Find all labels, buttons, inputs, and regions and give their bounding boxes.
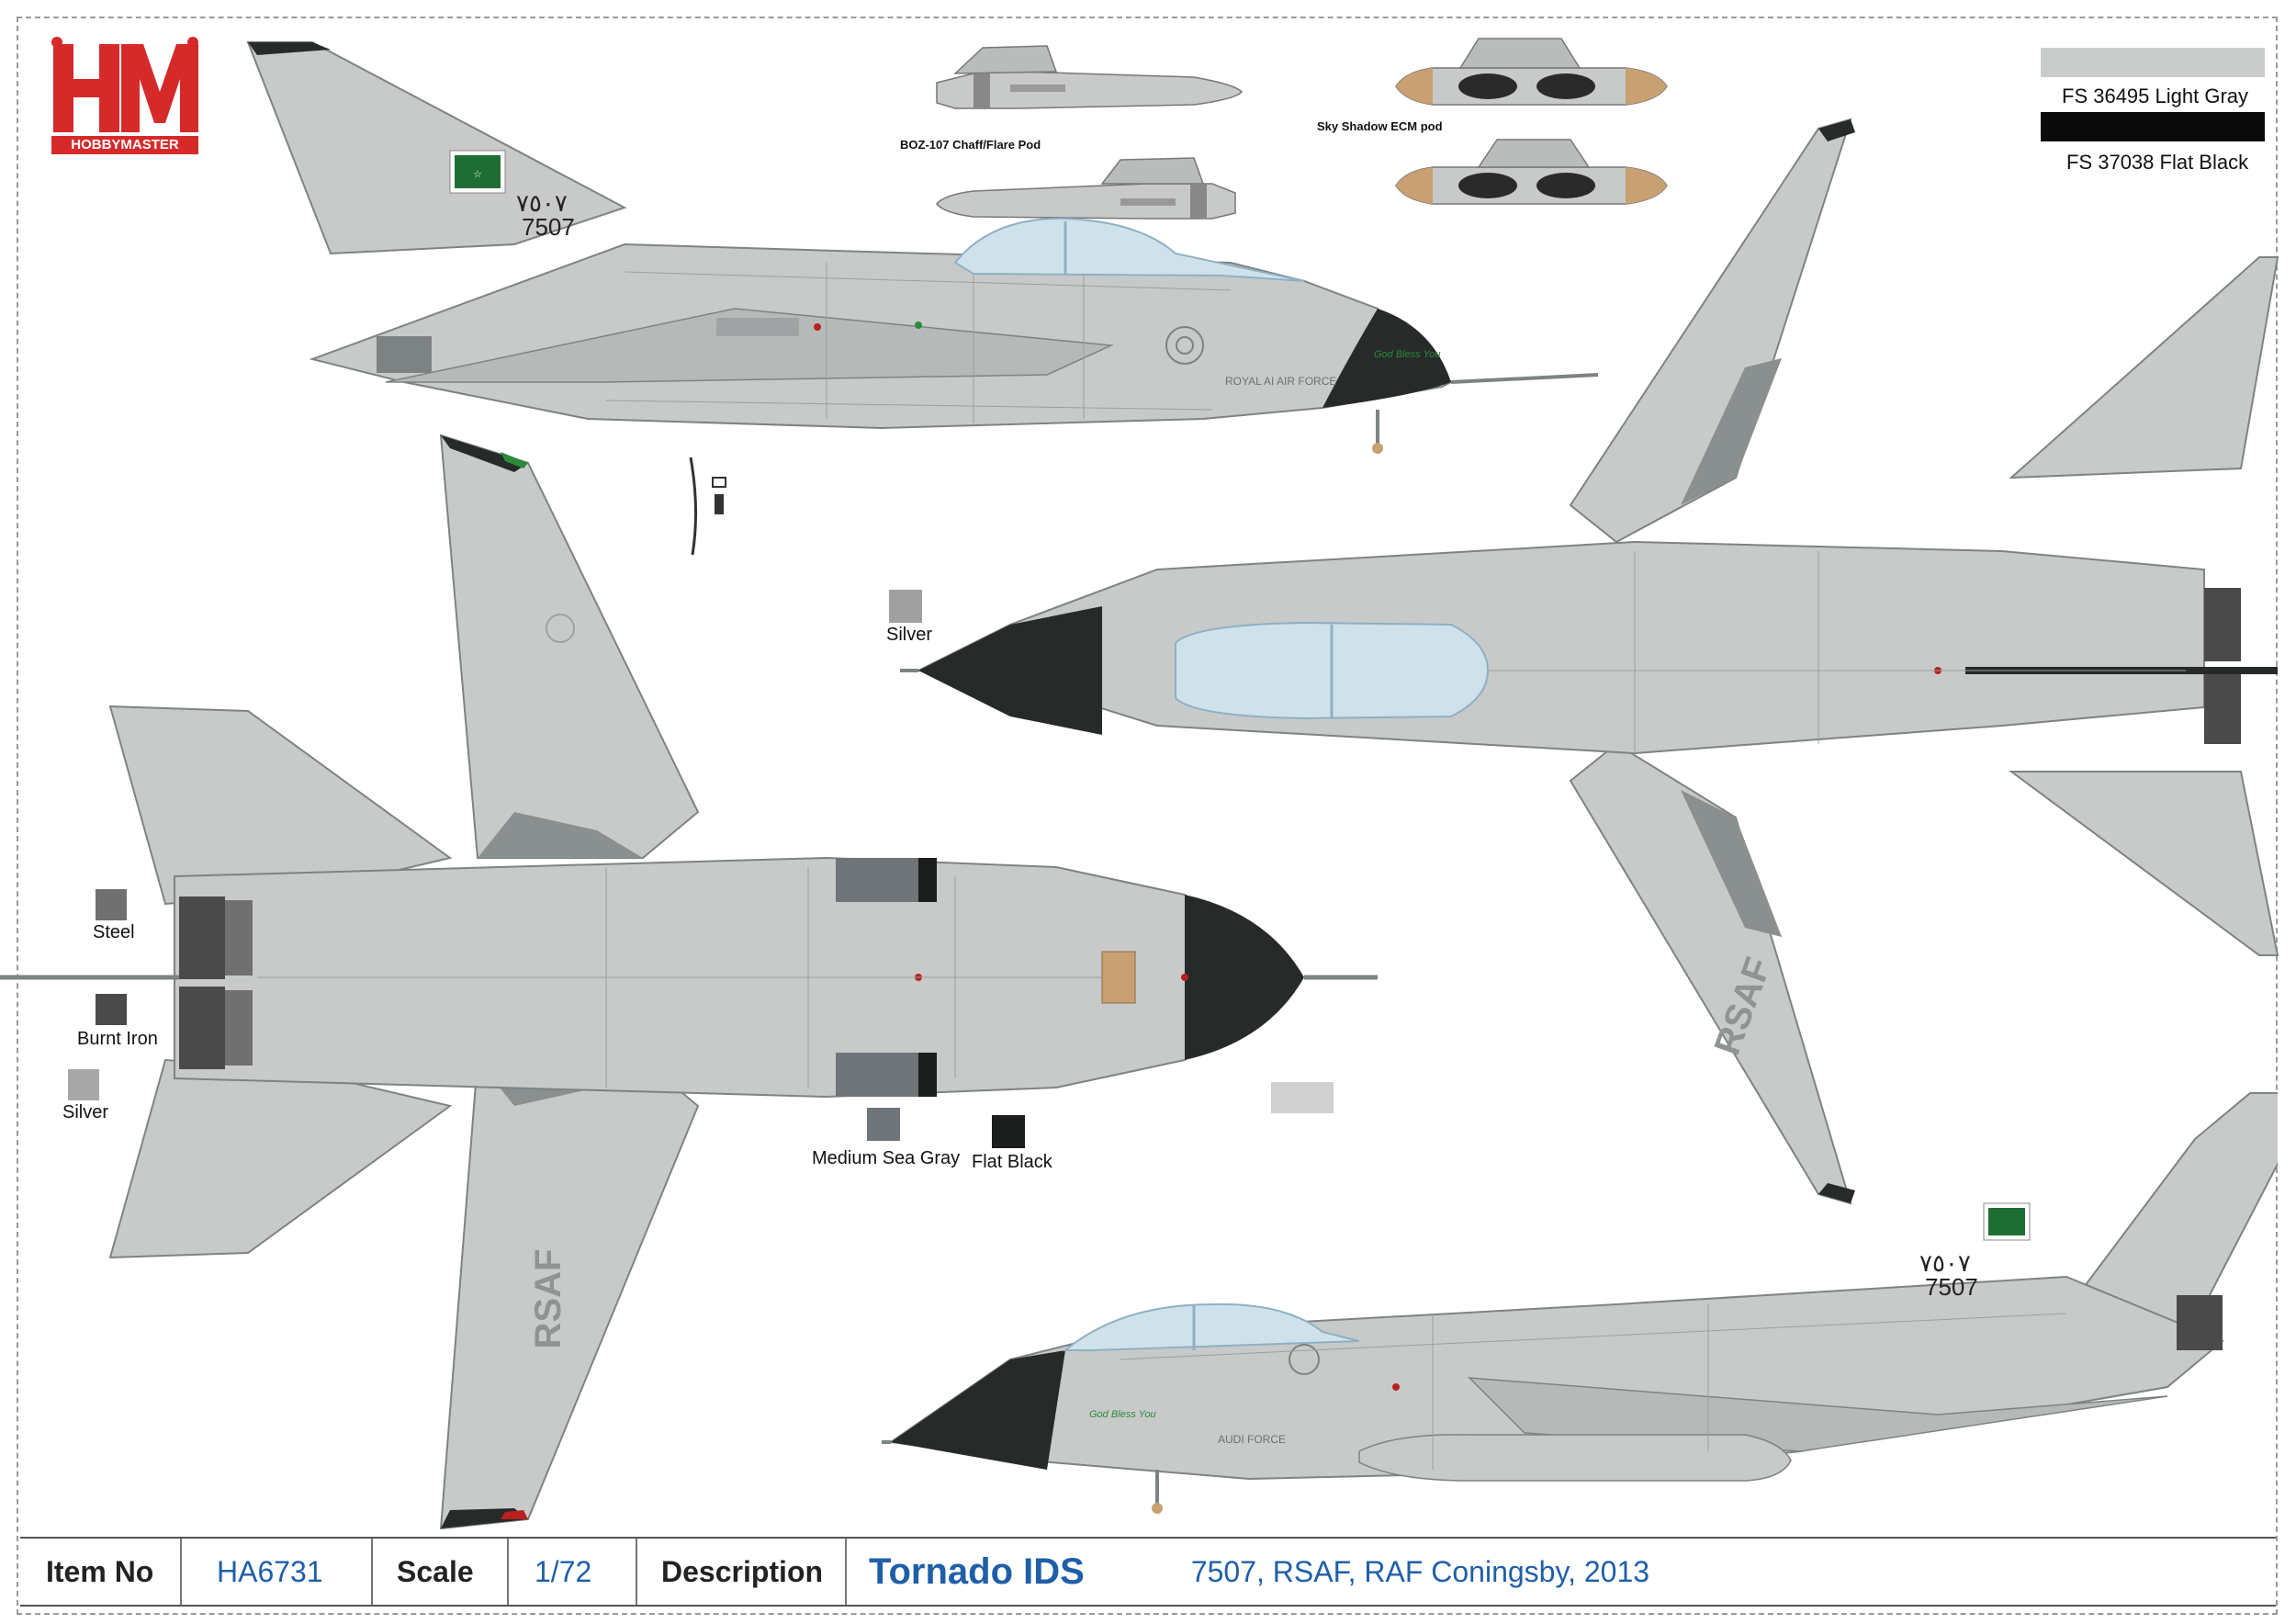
top-view: RSAF bbox=[900, 118, 2279, 1205]
paint-chip-silver-bottom bbox=[68, 1069, 99, 1100]
paint-label-silver-top: Silver bbox=[886, 625, 933, 645]
footer-description-cell: Tornado IDS 7507, RSAF, RAF Coningsby, 2… bbox=[847, 1539, 2276, 1605]
footer-scale-cell: 1/72 bbox=[509, 1539, 637, 1605]
paint-label-flat-black: Flat Black bbox=[972, 1152, 1052, 1172]
svg-text:☆: ☆ bbox=[473, 169, 482, 180]
side-view-left-serial: 7507 bbox=[522, 213, 575, 241]
underside-view: RSAF bbox=[0, 434, 1378, 1530]
paint-label-medium-sea-gray: Medium Sea Gray bbox=[812, 1148, 961, 1168]
side-view-right-motto: God Bless You bbox=[1089, 1409, 1156, 1420]
paint-label-silver-bottom: Silver bbox=[62, 1102, 109, 1122]
footer-scale-label: Scale bbox=[397, 1554, 474, 1588]
chaff-pod-drawing bbox=[936, 45, 1243, 220]
footer-subtitle: 7507, RSAF, RAF Coningsby, 2013 bbox=[1190, 1554, 1650, 1588]
legend-label-flat-black: FS 37038 Flat Black bbox=[2066, 151, 2249, 174]
paint-chip-burnt-iron bbox=[96, 994, 127, 1025]
side-view-right-royal-text: AUDI FORCE bbox=[1218, 1433, 1287, 1446]
ecm-pod-drawing bbox=[1395, 38, 1668, 205]
side-view-left-motto: God Bless You bbox=[1374, 349, 1441, 360]
footer-scale-label-cell: Scale bbox=[373, 1539, 509, 1605]
gear-door-detail bbox=[689, 457, 726, 556]
side-view-left-profile: ☆ bbox=[246, 41, 1599, 454]
paint-chip-steel bbox=[96, 889, 127, 920]
paint-label-steel: Steel bbox=[93, 922, 135, 942]
legend-swatch-light-gray bbox=[2041, 48, 2265, 77]
ecm-pod-label: Sky Shadow ECM pod bbox=[1317, 119, 1443, 133]
legend-label-light-gray: FS 36495 Light Gray bbox=[2062, 85, 2249, 107]
footer-item-no-label: Item No bbox=[46, 1554, 154, 1588]
side-view-right-profile bbox=[882, 1092, 2278, 1514]
paint-chip-silver-top bbox=[889, 590, 922, 623]
chaff-pod-label: BOZ-107 Chaff/Flare Pod bbox=[900, 138, 1041, 152]
logo-wordmark: HOBBYMASTER bbox=[71, 137, 179, 152]
info-footer: Item No HA6731 Scale 1/72 Description To… bbox=[20, 1537, 2276, 1607]
footer-title: Tornado IDS bbox=[869, 1551, 1085, 1592]
side-view-right-serial: 7507 bbox=[1925, 1273, 1978, 1301]
side-view-right-serial-arabic: ٧٥٠٧ bbox=[1919, 1249, 1971, 1277]
side-view-left-royal-text: ROYAL AI AIR FORCE bbox=[1225, 375, 1337, 388]
footer-scale: 1/72 bbox=[535, 1554, 592, 1588]
footer-item-no: HA6731 bbox=[217, 1554, 323, 1588]
paint-label-burnt-iron: Burnt Iron bbox=[77, 1029, 158, 1049]
underside-wing-text: RSAF bbox=[528, 1249, 568, 1349]
footer-item-no-cell: HA6731 bbox=[182, 1539, 373, 1605]
hobbymaster-logo: HM HOBBYMASTER bbox=[48, 35, 202, 164]
profile-sheet-border bbox=[17, 17, 2278, 1615]
paint-chip-medium-sea-gray bbox=[867, 1108, 900, 1141]
paint-chip-flat-black bbox=[992, 1115, 1025, 1148]
side-view-left-serial-arabic: ٧٥٠٧ bbox=[516, 189, 568, 217]
footer-description-label: Description bbox=[661, 1554, 824, 1588]
legend-swatch-flat-black bbox=[2041, 112, 2265, 141]
paint-chip-unlabeled bbox=[1271, 1082, 1334, 1113]
footer-item-no-label-cell: Item No bbox=[20, 1539, 182, 1605]
footer-description-label-cell: Description bbox=[637, 1539, 847, 1605]
